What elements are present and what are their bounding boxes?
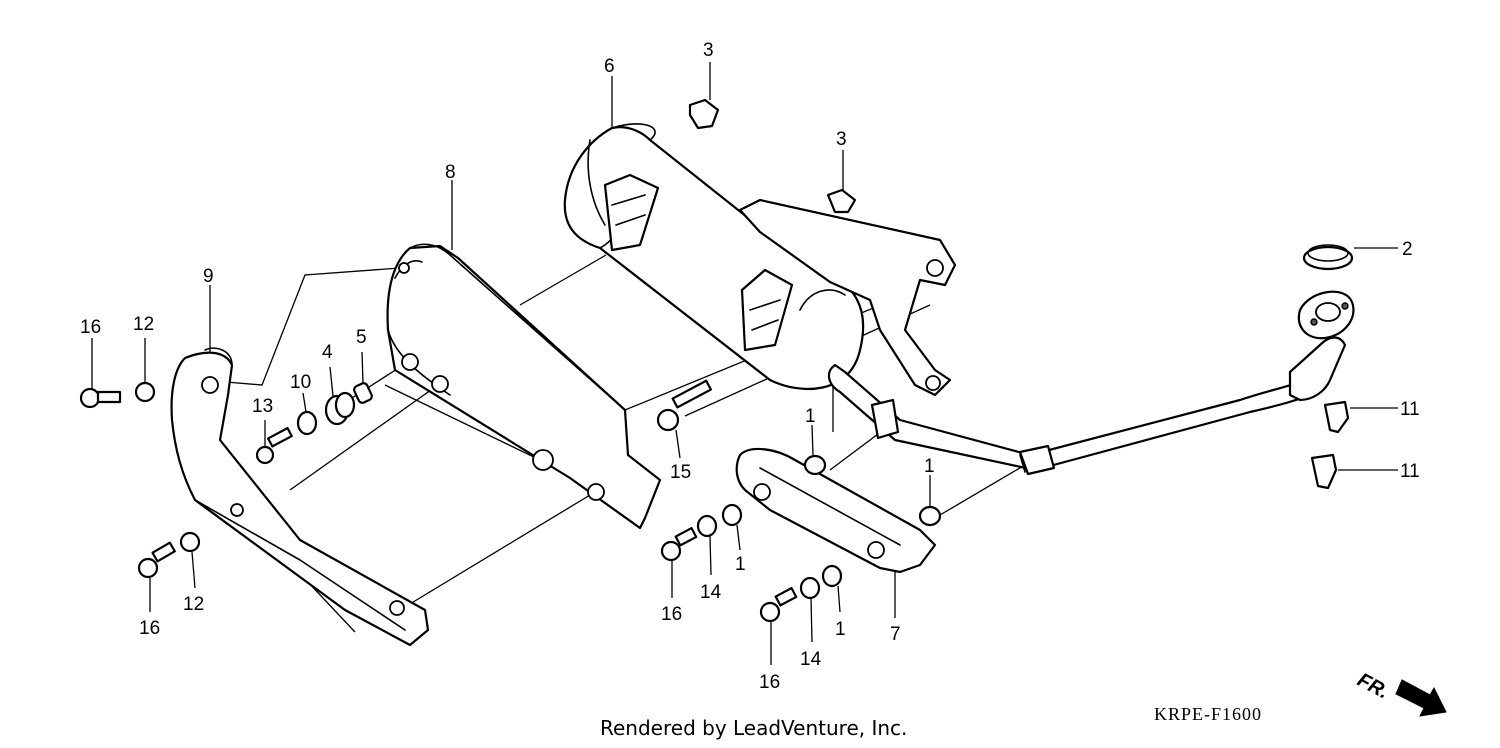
callout-16a: 16 <box>80 317 101 338</box>
callout-1b: 1 <box>835 619 846 640</box>
callout-11a: 11 <box>1400 399 1420 420</box>
callout-6: 6 <box>604 56 615 77</box>
callout-10: 10 <box>290 372 311 393</box>
muffler-protector-right[interactable] <box>735 447 937 618</box>
muffler[interactable] <box>563 123 1355 476</box>
bolt-15 <box>656 379 712 432</box>
exhaust-gasket[interactable] <box>1302 244 1398 271</box>
bolt-16c <box>660 527 698 562</box>
front-direction-indicator: FR. <box>1354 669 1447 717</box>
nut-3b <box>826 188 857 214</box>
callout-14a: 14 <box>700 582 722 603</box>
callout-16c: 16 <box>661 604 682 625</box>
plug-11a <box>1323 400 1350 434</box>
bolt-16b <box>137 541 176 579</box>
render-credit: Rendered by LeadVenture, Inc. <box>600 716 908 740</box>
callout-16d: 16 <box>759 672 780 693</box>
washer-14a <box>696 514 718 538</box>
washer-12a <box>134 381 156 403</box>
bolt-16a <box>79 387 122 409</box>
callout-4: 4 <box>322 342 333 363</box>
callout-11b: 11 <box>1400 461 1420 482</box>
callout-2: 2 <box>1402 239 1413 260</box>
muffler-protector-left[interactable] <box>170 347 430 647</box>
callout-16b: 16 <box>139 618 160 639</box>
callout-1d: 1 <box>924 456 935 477</box>
grommet-4 <box>324 391 356 426</box>
catalog-code: KRPE-F1600 <box>1154 704 1263 724</box>
callout-13: 13 <box>252 396 273 417</box>
nut-1a <box>721 503 743 527</box>
washer-12b <box>179 531 201 553</box>
callout-9: 9 <box>203 266 214 287</box>
callout-14b: 14 <box>800 649 822 670</box>
callout-3a: 3 <box>703 40 714 61</box>
washer-10 <box>296 410 318 436</box>
collar-5 <box>353 382 373 404</box>
hardware <box>79 62 1398 665</box>
direction-label: FR. <box>1354 669 1393 704</box>
callout-12a: 12 <box>133 314 154 335</box>
nut-3a <box>688 98 720 130</box>
callout-numbers: 6 3 3 8 2 9 16 12 5 4 10 13 11 11 1 1 15… <box>80 40 1420 693</box>
nut-1c <box>803 454 827 476</box>
front-arrow-icon <box>1395 679 1447 717</box>
callout-7: 7 <box>890 624 901 645</box>
nut-1d <box>918 505 942 527</box>
bolt-13 <box>255 427 293 465</box>
nut-1b <box>821 564 843 588</box>
washer-14b <box>799 576 821 600</box>
callout-1a: 1 <box>735 554 746 575</box>
callout-5: 5 <box>356 327 367 348</box>
callout-12b: 12 <box>183 594 204 615</box>
bolt-16d <box>759 587 798 623</box>
callout-3b: 3 <box>836 129 847 150</box>
heat-shield[interactable] <box>386 243 662 530</box>
callout-8: 8 <box>445 162 456 183</box>
callout-1c: 1 <box>805 406 816 427</box>
callout-15: 15 <box>670 462 691 483</box>
plug-11b <box>1310 453 1338 490</box>
